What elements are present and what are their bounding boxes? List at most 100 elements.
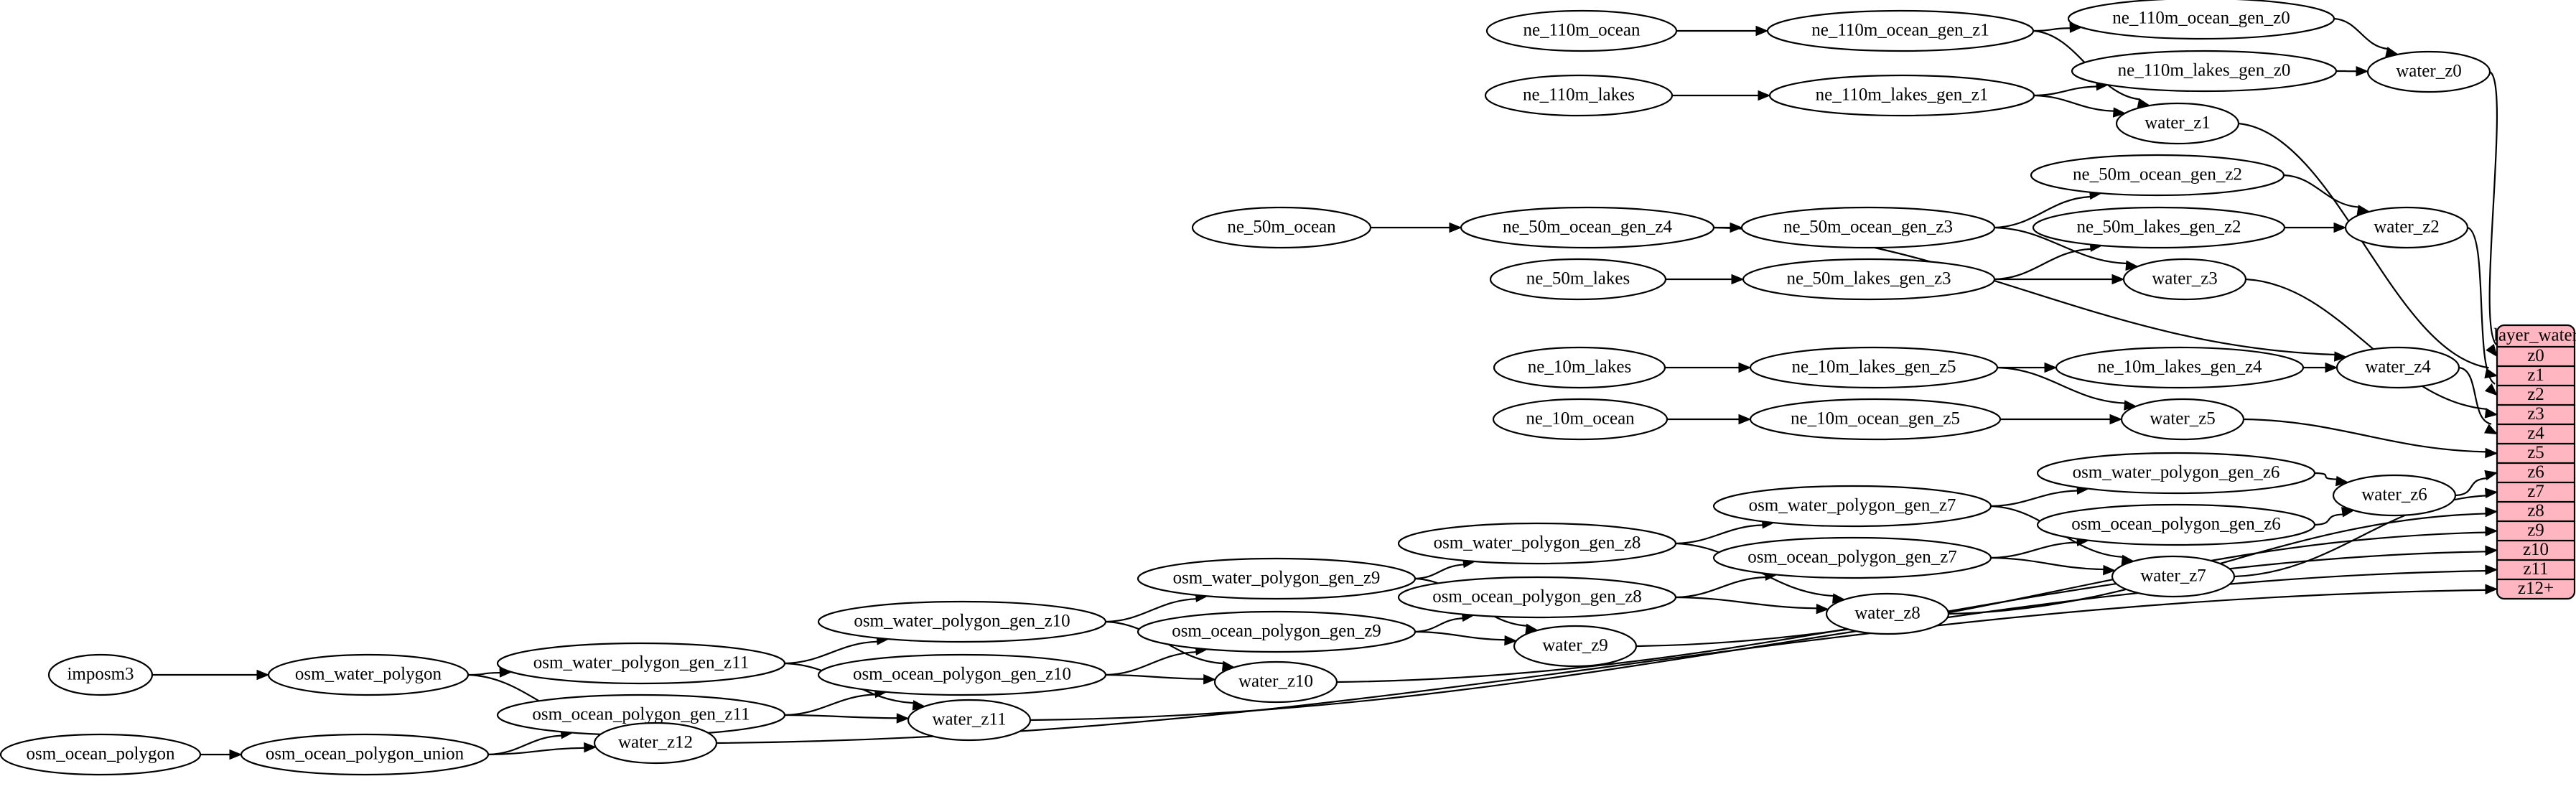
record-row-z11[interactable]: z11 <box>2523 559 2548 579</box>
node-label: ne_50m_ocean <box>1227 218 1336 237</box>
edge-path <box>784 714 897 719</box>
node-label: water_z11 <box>932 710 1006 729</box>
edge-arrowhead <box>2356 66 2369 77</box>
edge-water_z9-to-layer_water:z9 <box>1635 526 2498 648</box>
edge-osm_ocean_polygon_gen_z11-to-osm_ocean_polygon_gen_z10 <box>784 687 888 716</box>
node-imposm3[interactable]: imposm3 <box>47 653 154 696</box>
node-shape <box>0 733 202 776</box>
node-osm_ocean_polygon_gen_z8[interactable]: osm_ocean_polygon_gen_z8 <box>1397 576 1677 619</box>
edge-arrowhead <box>2485 447 2498 459</box>
edge-path <box>1105 598 1197 623</box>
node-water_z2[interactable]: water_z2 <box>2344 206 2469 249</box>
edge-water_z4-to-layer_water:z4 <box>2458 366 2498 435</box>
record-row-z0[interactable]: z0 <box>2527 346 2544 365</box>
node-ne_50m_lakes_gen_z2[interactable]: ne_50m_lakes_gen_z2 <box>2032 206 2286 249</box>
edge-water_z1-to-layer_water:z1 <box>2238 122 2498 379</box>
node-ne_10m_lakes_gen_z5[interactable]: ne_10m_lakes_gen_z5 <box>1749 346 1999 389</box>
node-shape <box>1712 536 1992 579</box>
node-water_z7[interactable]: water_z7 <box>2111 555 2236 598</box>
edge-path <box>1994 195 2091 229</box>
node-osm_water_polygon_gen_z8[interactable]: osm_water_polygon_gen_z8 <box>1397 522 1677 565</box>
node-water_z4[interactable]: water_z4 <box>2335 346 2460 389</box>
node-ne_110m_lakes[interactable]: ne_110m_lakes <box>1484 74 1674 117</box>
edge-ne_50m_ocean-to-ne_50m_ocean_gen_z4 <box>1371 222 1462 233</box>
node-osm_water_polygon_gen_z11[interactable]: osm_water_polygon_gen_z11 <box>496 642 786 685</box>
node-label: ne_110m_ocean <box>1523 21 1641 40</box>
node-water_z3[interactable]: water_z3 <box>2122 258 2247 301</box>
record-row-z12+[interactable]: z12+ <box>2518 579 2554 598</box>
node-water_z5[interactable]: water_z5 <box>2120 398 2245 441</box>
node-ne_50m_lakes[interactable]: ne_50m_lakes <box>1489 258 1667 301</box>
edge-ne_50m_lakes-to-ne_50m_lakes_gen_z3 <box>1666 274 1745 285</box>
node-ne_110m_ocean[interactable]: ne_110m_ocean <box>1485 9 1678 52</box>
node-water_z1[interactable]: water_z1 <box>2115 102 2240 145</box>
node-ne_50m_ocean[interactable]: ne_50m_ocean <box>1191 206 1372 249</box>
node-water_z0[interactable]: water_z0 <box>2366 50 2491 93</box>
node-osm_ocean_polygon_gen_z9[interactable]: osm_ocean_polygon_gen_z9 <box>1137 610 1417 653</box>
node-label: ne_50m_lakes_gen_z3 <box>1786 269 1951 289</box>
node-water_z6[interactable]: water_z6 <box>2332 474 2457 517</box>
node-shape <box>817 653 1107 696</box>
record-row-z4[interactable]: z4 <box>2527 424 2544 443</box>
node-shape <box>1749 398 2002 441</box>
node-osm_water_polygon[interactable]: osm_water_polygon <box>267 653 470 696</box>
node-water_z11[interactable]: water_z11 <box>907 699 1032 742</box>
node-ne_50m_ocean_gen_z4[interactable]: ne_50m_ocean_gen_z4 <box>1460 206 1715 249</box>
node-label: osm_water_polygon <box>295 665 442 684</box>
node-ne_110m_lakes_gen_z0[interactable]: ne_110m_lakes_gen_z0 <box>2071 50 2338 93</box>
node-water_z10[interactable]: water_z10 <box>1213 660 1338 704</box>
node-ne_110m_ocean_gen_z0[interactable]: ne_110m_ocean_gen_z0 <box>2067 0 2335 40</box>
node-osm_ocean_polygon[interactable]: osm_ocean_polygon <box>0 733 202 776</box>
node-label: ne_10m_ocean <box>1526 409 1635 429</box>
record-row-z8[interactable]: z8 <box>2527 501 2544 520</box>
record-row-z7[interactable]: z7 <box>2527 482 2544 501</box>
edge-path <box>2455 477 2488 497</box>
node-shape <box>2332 474 2457 517</box>
node-osm_water_polygon_gen_z10[interactable]: osm_water_polygon_gen_z10 <box>817 600 1107 643</box>
edge-ne_10m_lakes_gen_z4-to-water_z4 <box>2302 362 2338 373</box>
record-row-z3[interactable]: z3 <box>2527 404 2544 424</box>
node-osm_ocean_polygon_gen_z6[interactable]: osm_ocean_polygon_gen_z6 <box>2036 503 2316 546</box>
node-ne_50m_ocean_gen_z2[interactable]: ne_50m_ocean_gen_z2 <box>2030 154 2285 197</box>
edge-water_z0-to-layer_water:z0 <box>2486 71 2498 358</box>
record-row-z6[interactable]: z6 <box>2527 462 2544 482</box>
edge-path <box>1990 541 2078 559</box>
node-label: osm_water_polygon_gen_z7 <box>1749 496 1956 515</box>
node-osm_ocean_polygon_union[interactable]: osm_ocean_polygon_union <box>240 733 490 776</box>
node-ne_10m_lakes[interactable]: ne_10m_lakes <box>1493 346 1666 389</box>
edge-path <box>1990 490 2078 508</box>
node-water_z9[interactable]: water_z9 <box>1513 625 1638 668</box>
node-osm_water_polygon_gen_z6[interactable]: osm_water_polygon_gen_z6 <box>2036 452 2316 495</box>
edge-arrowhead <box>2111 274 2125 285</box>
node-osm_ocean_polygon_gen_z7[interactable]: osm_ocean_polygon_gen_z7 <box>1712 536 1992 579</box>
edge-arrowhead <box>1731 274 1745 285</box>
node-water_z8[interactable]: water_z8 <box>1825 592 1950 635</box>
node-shape <box>2115 102 2240 145</box>
node-ne_10m_ocean_gen_z5[interactable]: ne_10m_ocean_gen_z5 <box>1749 398 2002 441</box>
edge-osm_ocean_polygon_gen_z10-to-water_z10 <box>1105 673 1217 685</box>
node-osm_water_polygon_gen_z9[interactable]: osm_water_polygon_gen_z9 <box>1137 557 1417 600</box>
node-water_z12[interactable]: water_z12 <box>593 722 718 765</box>
edge-ne_110m_lakes_gen_z1-to-water_z1 <box>2033 94 2127 118</box>
node-ne_50m_ocean_gen_z3[interactable]: ne_50m_ocean_gen_z3 <box>1740 206 1996 249</box>
node-label: ne_110m_lakes_gen_z0 <box>2118 61 2291 80</box>
edge-water_z5-to-layer_water:z5 <box>2243 418 2498 459</box>
edge-path <box>1414 564 1464 580</box>
node-label: osm_water_polygon_gen_z11 <box>533 653 749 673</box>
node-osm_ocean_polygon_gen_z10[interactable]: osm_ocean_polygon_gen_z10 <box>817 653 1107 696</box>
record-row-z2[interactable]: z2 <box>2527 385 2544 404</box>
edge-path <box>1994 226 2127 265</box>
node-ne_110m_ocean_gen_z1[interactable]: ne_110m_ocean_gen_z1 <box>1766 9 2035 52</box>
record-row-z10[interactable]: z10 <box>2523 540 2549 559</box>
record-node-layer-water[interactable]: layer_waterz0z1z2z3z4z5z6z7z8z9z10z11z12… <box>2493 324 2576 600</box>
record-row-z9[interactable]: z9 <box>2527 520 2544 540</box>
node-ne_50m_lakes_gen_z3[interactable]: ne_50m_lakes_gen_z3 <box>1742 258 1996 301</box>
record-row-z5[interactable]: z5 <box>2527 443 2544 462</box>
node-ne_110m_lakes_gen_z1[interactable]: ne_110m_lakes_gen_z1 <box>1768 74 2035 117</box>
node-label: osm_ocean_polygon_union <box>266 744 465 764</box>
node-ne_10m_lakes_gen_z4[interactable]: ne_10m_lakes_gen_z4 <box>2055 346 2305 389</box>
node-ne_10m_ocean[interactable]: ne_10m_ocean <box>1492 398 1669 441</box>
node-osm_water_polygon_gen_z7[interactable]: osm_water_polygon_gen_z7 <box>1712 485 1992 528</box>
record-row-z1[interactable]: z1 <box>2527 365 2544 385</box>
